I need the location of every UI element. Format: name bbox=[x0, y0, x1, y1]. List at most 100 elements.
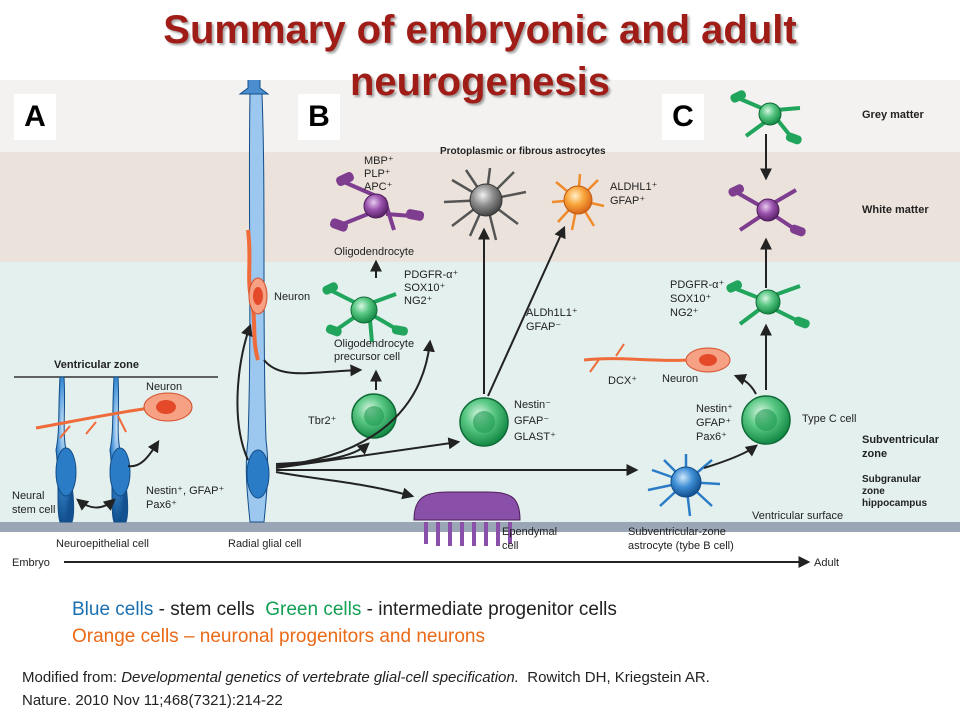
ventricular-surface-line bbox=[0, 522, 960, 532]
citation-article: Developmental genetics of vertebrate gli… bbox=[121, 669, 519, 686]
svz-astrocyte-label-2: astrocyte (tybe B cell) bbox=[628, 540, 734, 552]
citation-line-1: Modified from: Developmental genetics of… bbox=[22, 666, 710, 689]
radial-glial-label: Radial glial cell bbox=[228, 538, 301, 550]
fibrous-astrocyte-orange bbox=[551, 173, 605, 231]
white-matter-label: White matter bbox=[862, 204, 929, 216]
opc-label-1: Oligodendrocyte bbox=[334, 338, 414, 350]
legend-line-2: Orange cells – neuronal progenitors and … bbox=[72, 623, 617, 650]
subgranular-label-3: hippocampus bbox=[862, 498, 927, 509]
neural-stem-cell-label-1: Neural bbox=[12, 490, 44, 502]
aldhl1-label-1: ALDHL1⁺ bbox=[610, 181, 658, 193]
arrow-mid-to-orange-astrocyte bbox=[487, 225, 566, 397]
panel-label-c: C bbox=[662, 94, 704, 140]
svz-astrocyte-label-1: Subventricular-zone bbox=[628, 526, 726, 538]
ventricular-zone-label: Ventricular zone bbox=[54, 359, 139, 371]
citation-journal: Nature. 2010 Nov 11;468(7321):214-22 bbox=[22, 692, 283, 709]
neuron-c-label: Neuron bbox=[662, 373, 698, 385]
opc-label-2: precursor cell bbox=[334, 351, 400, 363]
legend-blue: Blue cells bbox=[72, 599, 154, 620]
citation: Modified from: Developmental genetics of… bbox=[22, 666, 710, 712]
arrow-typec-to-neuron bbox=[733, 373, 757, 395]
nestin-mid-label-2: GFAP⁻ bbox=[514, 415, 549, 427]
mbp-label: MBP⁺ bbox=[364, 155, 394, 167]
nestin-c-label-3: Pax6⁺ bbox=[696, 431, 727, 443]
arrow-radial-to-opc bbox=[275, 339, 435, 467]
neuroepithelial-cell-left bbox=[55, 376, 77, 523]
plp-label: PLP⁺ bbox=[364, 168, 391, 180]
panel-label-a: A bbox=[14, 94, 56, 140]
aldh1l1-label-2: GFAP⁻ bbox=[526, 321, 561, 333]
apc-label: APC⁺ bbox=[364, 181, 393, 193]
arrow-radial-to-tbr2 bbox=[275, 442, 370, 465]
ependymal-label-1: Ependymal bbox=[502, 526, 557, 538]
ependymal-cell bbox=[413, 491, 521, 546]
subgranular-label-2: zone bbox=[862, 486, 885, 497]
ng2-c-label: NG2⁺ bbox=[670, 307, 699, 319]
arrow-radial-to-neuron bbox=[236, 323, 253, 461]
oligodendrocyte-white-matter bbox=[728, 184, 806, 237]
arrow-to-neuron-a bbox=[127, 439, 160, 468]
legend-green: Green cells bbox=[265, 599, 362, 620]
title-line-2: neurogenesis bbox=[349, 60, 611, 104]
aldhl1-label-2: GFAP⁺ bbox=[610, 195, 645, 207]
protoplasmic-astrocyte-grey bbox=[443, 167, 527, 241]
legend-blue-desc: - stem cells bbox=[153, 599, 266, 620]
type-c-label: Type C cell bbox=[802, 413, 856, 425]
arrow-between-stem-cells bbox=[76, 498, 116, 511]
nestin-c-label-1: Nestin⁺ bbox=[696, 403, 733, 415]
panel-label-b: B bbox=[298, 94, 340, 140]
citation-prefix: Modified from: bbox=[22, 669, 122, 686]
pdgfr-b-label: PDGFR-α⁺ bbox=[404, 269, 459, 281]
subgranular-label-1: Subgranular bbox=[862, 474, 921, 485]
subventricular-label-1: Subventricular bbox=[862, 434, 940, 446]
neuron-cell-c bbox=[583, 343, 731, 373]
sox10-b-label: SOX10⁺ bbox=[404, 282, 445, 294]
tbr2-progenitor-cell bbox=[351, 393, 397, 439]
sox10-c-label: SOX10⁺ bbox=[670, 293, 711, 305]
nestin-a-label-2: Pax6⁺ bbox=[146, 499, 177, 511]
svz-astrocyte-type-b bbox=[647, 454, 721, 517]
embryo-label: Embryo bbox=[12, 557, 50, 569]
legend-green-desc: - intermediate progenitor cells bbox=[361, 599, 617, 620]
page-title: Summary of embryonic and adult neurogene… bbox=[0, 4, 960, 108]
oligodendrocyte-label: Oligodendrocyte bbox=[334, 246, 414, 258]
pdgfr-c-label: PDGFR-α⁺ bbox=[670, 279, 725, 291]
nestin-c-label-2: GFAP⁺ bbox=[696, 417, 731, 429]
aldh1l1-label-1: ALDh1L1⁺ bbox=[526, 307, 578, 319]
adult-label: Adult bbox=[814, 557, 839, 569]
type-c-cell bbox=[741, 395, 791, 445]
arrow-radial-to-ependymal bbox=[275, 471, 415, 500]
neuron-cell-a bbox=[35, 392, 193, 439]
nestin-negative-progenitor-cell bbox=[459, 397, 509, 447]
grey-matter-label: Grey matter bbox=[862, 109, 924, 121]
legend-line-1: Blue cells - stem cells Green cells - in… bbox=[72, 596, 617, 623]
oligodendrocyte-grey-matter bbox=[730, 90, 802, 145]
astrocytes-header: Protoplasmic or fibrous astrocytes bbox=[440, 146, 606, 157]
ventricular-surface-label: Ventricular surface bbox=[752, 510, 843, 522]
legend-orange: Orange cells bbox=[72, 626, 179, 647]
oligodendrocyte-cell bbox=[329, 171, 425, 232]
color-legend: Blue cells - stem cells Green cells - in… bbox=[72, 596, 617, 650]
tbr2-label: Tbr2⁺ bbox=[308, 415, 337, 427]
dcx-label: DCX⁺ bbox=[608, 375, 637, 387]
ependymal-label-2: cell bbox=[502, 540, 519, 552]
arrow-radial-to-mid-cell bbox=[275, 437, 461, 469]
arrow-astrocyte-to-typec bbox=[703, 444, 758, 469]
title-line-1: Summary of embryonic and adult bbox=[163, 8, 797, 52]
neuroepithelial-label: Neuroepithelial cell bbox=[56, 538, 149, 550]
nestin-mid-label-3: GLAST⁺ bbox=[514, 431, 556, 443]
ng2-b-label: NG2⁺ bbox=[404, 295, 433, 307]
nestin-mid-label-1: Nestin⁻ bbox=[514, 399, 551, 411]
migrating-neuron-b bbox=[246, 229, 268, 361]
neural-stem-cell-label-2: stem cell bbox=[12, 504, 55, 516]
subventricular-label-2: zone bbox=[862, 448, 887, 460]
neurogenesis-diagram: Grey matter White matter Subventricular … bbox=[0, 80, 960, 575]
legend-orange-desc: – neuronal progenitors and neurons bbox=[178, 626, 486, 647]
neuron-b-label: Neuron bbox=[274, 291, 310, 303]
nestin-a-label-1: Nestin⁺, GFAP⁺ bbox=[146, 485, 224, 497]
citation-authors: Rowitch DH, Kriegstein AR. bbox=[518, 669, 710, 686]
oligodendrocyte-precursor-cell bbox=[322, 282, 408, 343]
oligodendrocyte-precursor-cell-c bbox=[726, 280, 810, 329]
neuron-a-label: Neuron bbox=[146, 381, 182, 393]
arrow-to-tbr2 bbox=[263, 359, 363, 377]
